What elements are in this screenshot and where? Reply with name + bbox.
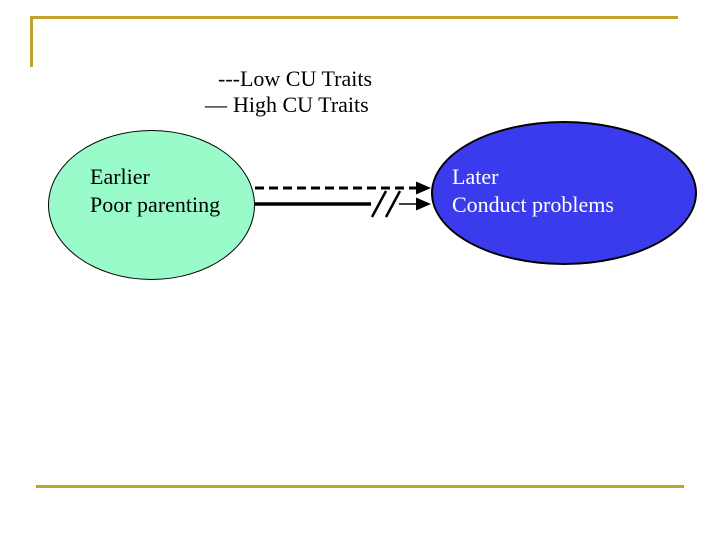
node-earlier-poor-parenting: Earlier Poor parenting <box>48 130 255 280</box>
legend-item-high-cu: —High CU Traits <box>205 92 369 118</box>
top-border-line <box>30 16 678 19</box>
bottom-border-line <box>36 485 684 488</box>
node-label-line: Poor parenting <box>90 192 221 217</box>
node-label-line: Earlier <box>90 164 150 189</box>
solid-line-icon: — <box>205 92 227 117</box>
break-slash-icon <box>370 190 388 218</box>
node-later-conduct-problems: Later Conduct problems <box>431 121 697 265</box>
legend-label-high-cu: High CU Traits <box>233 92 369 117</box>
dashed-line-icon: --- <box>218 66 240 91</box>
node-label-line: Conduct problems <box>452 192 614 217</box>
legend-item-low-cu: ---Low CU Traits <box>218 66 372 92</box>
solid-arrow-head-icon <box>416 197 431 211</box>
legend-label-low-cu: Low CU Traits <box>239 66 373 91</box>
top-border-corner <box>30 16 33 67</box>
node-label-line: Later <box>452 164 499 189</box>
node-later-text: Later Conduct problems <box>452 163 614 219</box>
dashed-arrow-head-icon <box>416 181 431 195</box>
node-earlier-text: Earlier Poor parenting <box>90 163 220 219</box>
break-slash-icon <box>384 190 402 218</box>
